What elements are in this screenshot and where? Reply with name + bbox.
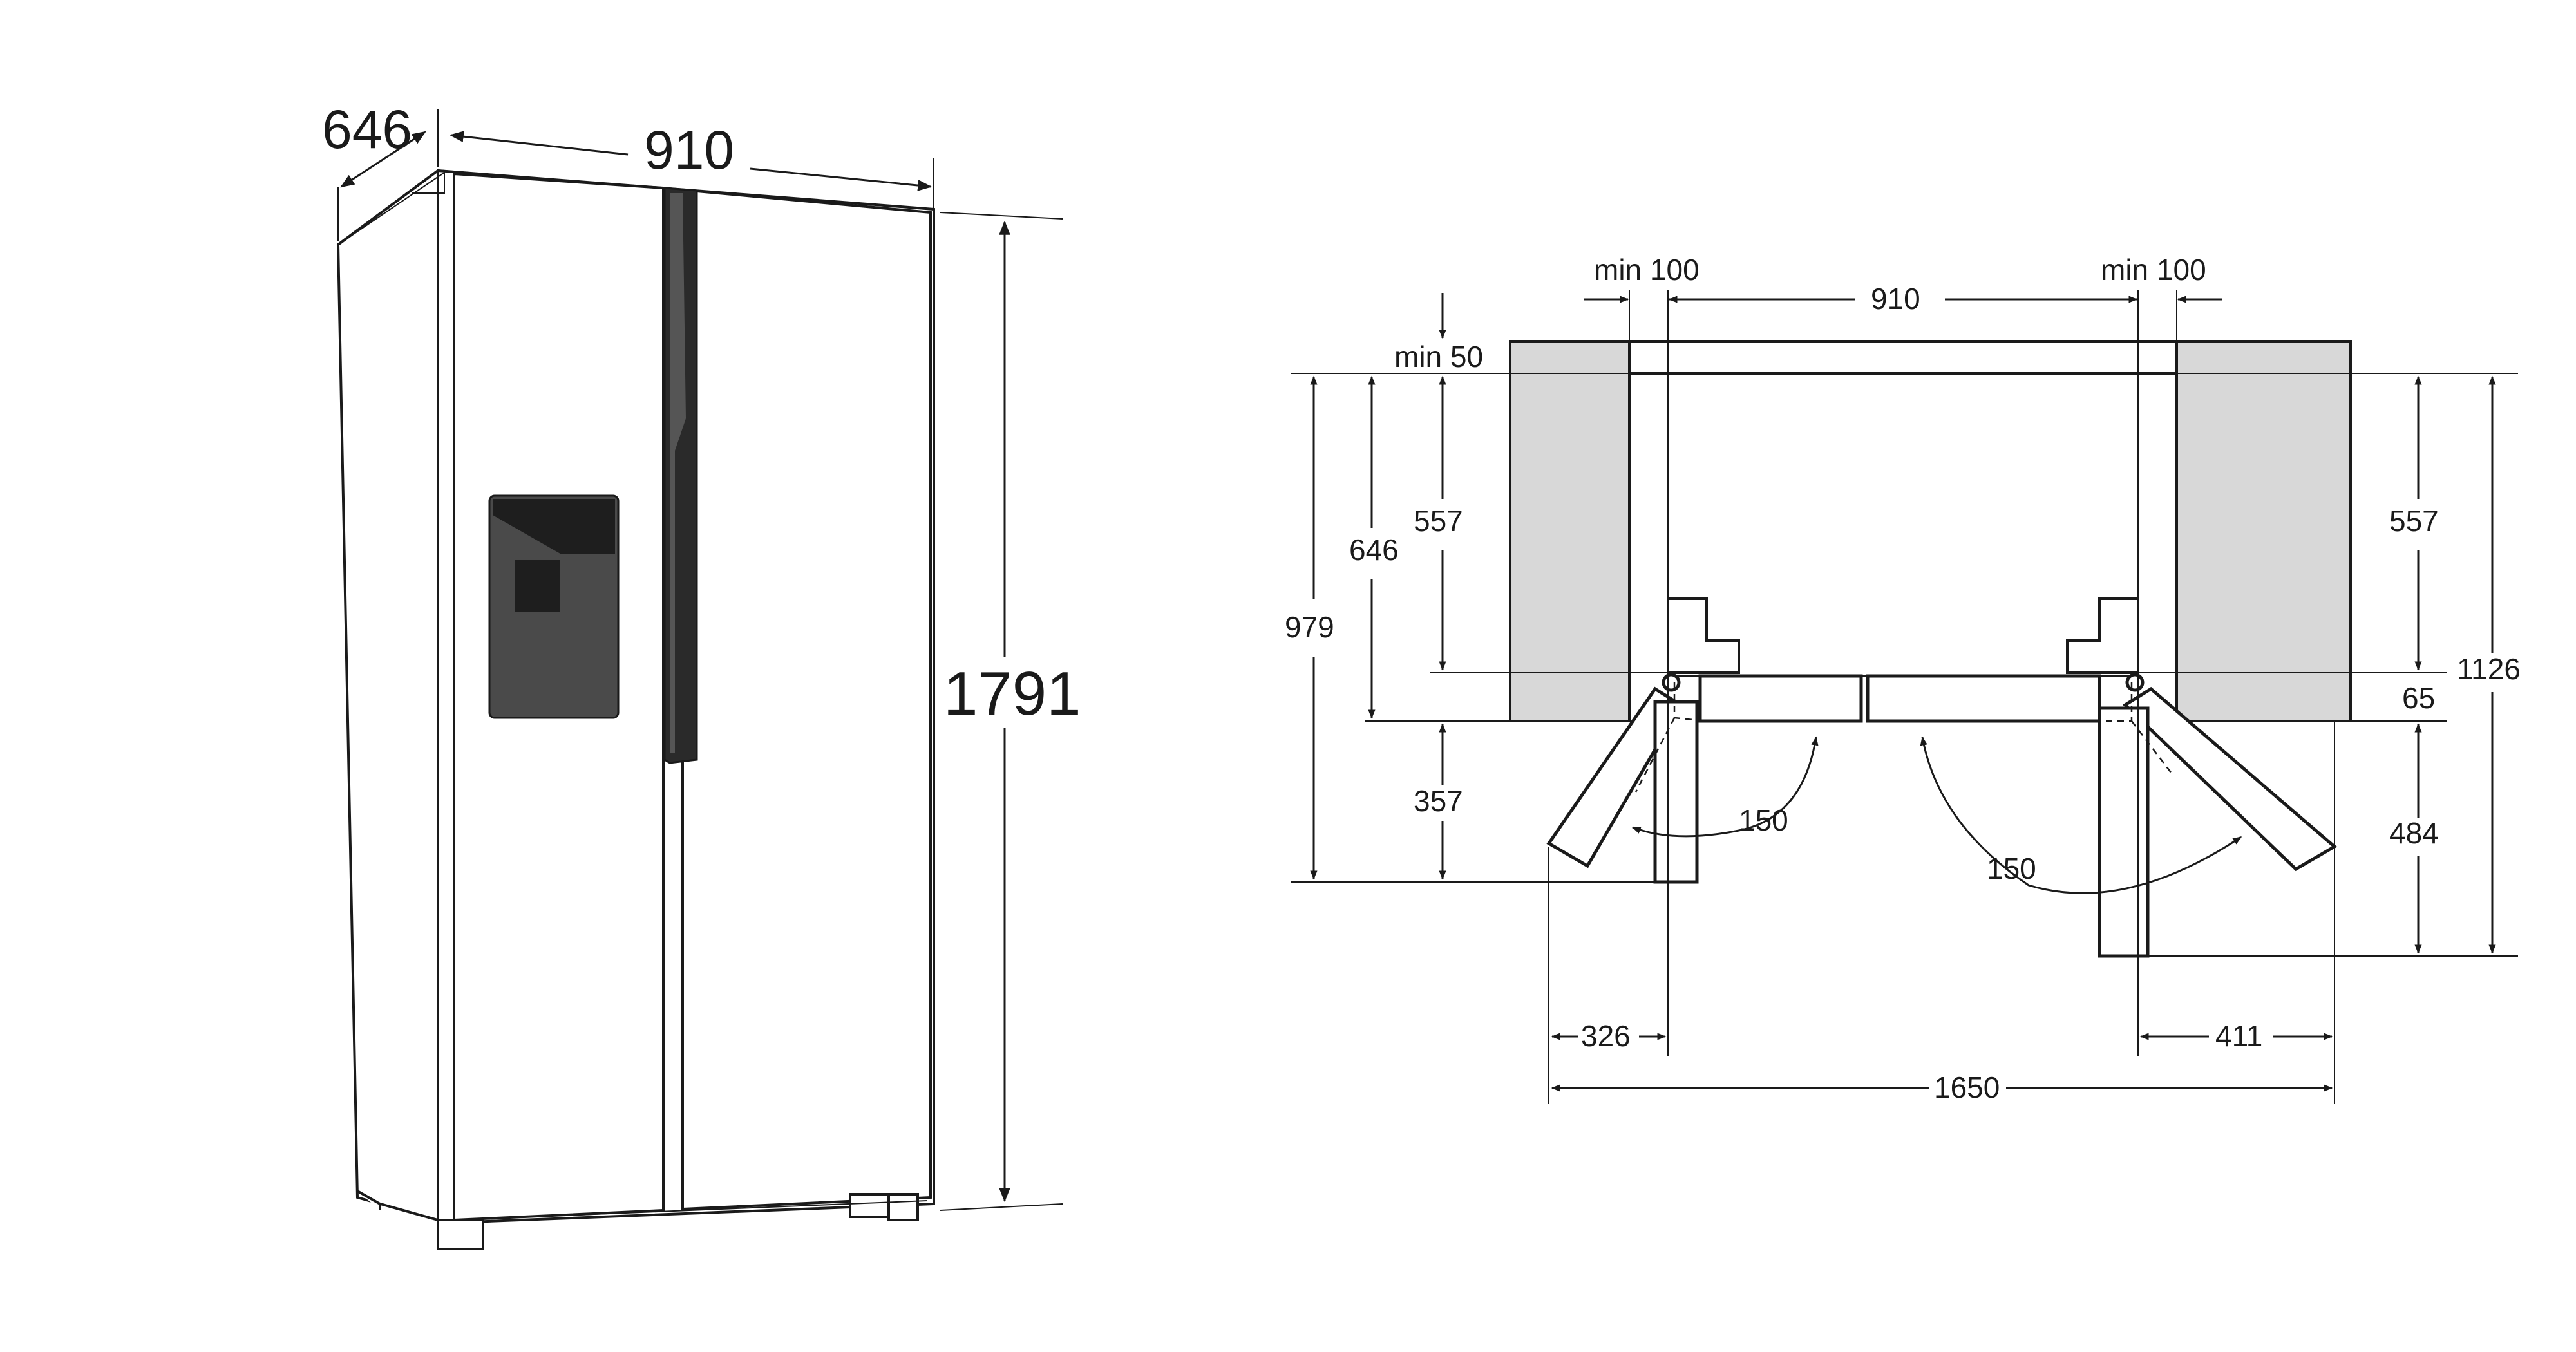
label-left-depth-body: 646: [1349, 533, 1399, 567]
dim-line-depth: [340, 131, 426, 188]
label-left-door-swing-depth: 357: [1414, 784, 1463, 818]
right-door-closed: [1866, 674, 2101, 723]
right-cabinet: [2175, 340, 2352, 722]
foot-front-right: [887, 1193, 919, 1221]
label-height: 1791: [943, 659, 1081, 728]
label-plan-width: 910: [1871, 282, 1920, 315]
label-min-rear-gap: min 50: [1394, 340, 1483, 373]
dispenser-outlet: [515, 560, 560, 612]
left-door-closed: [1698, 674, 1863, 723]
label-depth: 646: [322, 99, 412, 160]
label-left-door-overhang: 326: [1581, 1019, 1631, 1053]
dispenser-panel: [493, 499, 615, 554]
fridge-side-panel: [336, 168, 439, 1222]
label-min-clearance-left: min 100: [1594, 253, 1700, 286]
right-swing-arc: [1920, 736, 2242, 894]
label-right-door-angle: 150: [1987, 852, 2036, 885]
label-left-depth-total: 979: [1285, 610, 1334, 644]
label-left-cabinet-depth: 557: [1414, 504, 1463, 538]
label-right-total-depth: 1126: [2457, 652, 2521, 686]
plan-view: 150 150 min 100 910 min 100 min 50 979: [1285, 253, 2521, 1104]
foot-front-left: [437, 1219, 484, 1250]
label-left-door-angle: 150: [1739, 803, 1788, 837]
foot-front-center: [849, 1193, 890, 1218]
label-width: 910: [644, 120, 734, 180]
fridge-perspective: 646 910 1791: [322, 99, 1081, 1250]
label-right-cabinet-depth: 557: [2389, 504, 2439, 538]
right-door-side: [2098, 706, 2150, 958]
left-door-open: [1546, 686, 1683, 868]
wall-outline: [1628, 340, 2178, 677]
left-swing-arc: [1631, 736, 1819, 838]
left-door-side: [1653, 700, 1699, 884]
label-right-offset: 65: [2402, 681, 2435, 715]
label-overall-open-width: 1650: [1934, 1071, 2000, 1104]
fridge-right-door: [681, 188, 932, 1211]
label-min-clearance-right: min 100: [2101, 253, 2206, 286]
left-cabinet: [1509, 340, 1631, 722]
label-right-door-overhang: 411: [2215, 1019, 2262, 1053]
label-right-door-swing-depth: 484: [2389, 816, 2439, 850]
fridge-handle-highlight: [670, 193, 686, 753]
